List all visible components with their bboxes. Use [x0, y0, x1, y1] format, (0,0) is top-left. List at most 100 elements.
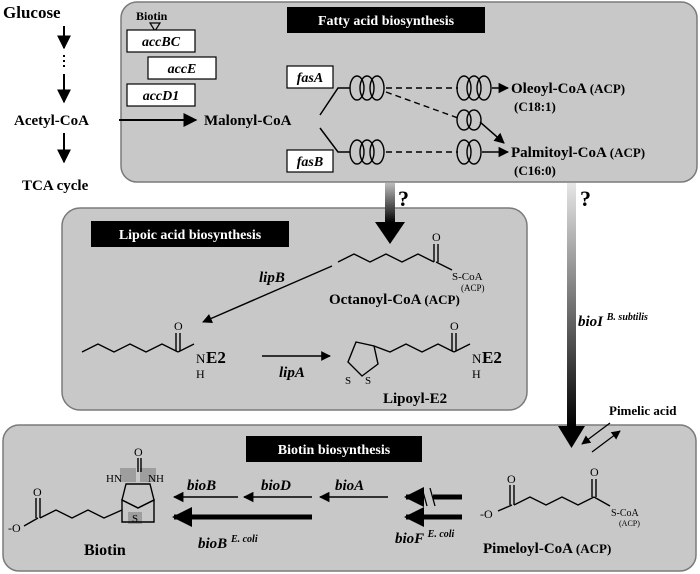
- lipoyl-h: H: [472, 367, 481, 381]
- bioI-label: bioI B. subtilis: [578, 312, 648, 330]
- gene-box-accD1: [126, 83, 196, 107]
- lipoyl-o: O: [450, 319, 459, 333]
- arrow-pimeloyl-to-pimelic: [591, 430, 621, 453]
- lipoic-acid-title: Lipoic acid biosynthesis: [119, 228, 262, 243]
- biotin-panel: [2, 424, 697, 572]
- acetyl-coa-label: Acetyl-CoA: [14, 113, 89, 129]
- oleoyl-coa-main: Oleoyl-CoA: [511, 81, 587, 97]
- octanoyl-scoa: S-CoA: [452, 271, 483, 283]
- middle-coil: [456, 109, 482, 131]
- unknown-step-1: ?: [398, 186, 409, 211]
- gene-box-accBC: [126, 29, 196, 53]
- fatty-acid-title-box: [287, 7, 485, 33]
- fasB-coil-2: [456, 139, 482, 165]
- octanoyl-coa-label: Octanoyl-CoA (ACP): [329, 292, 460, 308]
- gene-fasA: fasA: [297, 71, 323, 86]
- lipoyl-chain: [373, 343, 455, 353]
- oleoyl-coa-label: Oleoyl-CoA (ACP): [511, 81, 625, 97]
- cross-dashed-link: [385, 91, 459, 119]
- branch-to-fasB: [319, 127, 350, 153]
- pimeloyl-o-bond: [497, 504, 513, 512]
- fasB-coil-1: [349, 139, 385, 165]
- gene-fasB: fasB: [297, 155, 323, 170]
- octanoyl-e2-o: O: [174, 319, 183, 333]
- gene-accBC: accBC: [142, 35, 181, 50]
- arrow-bioF-break: [421, 487, 436, 507]
- biotin-o-acid: O: [33, 485, 42, 499]
- bioI-gene: bioI: [578, 314, 604, 330]
- biotin-product-label: Biotin: [84, 542, 126, 559]
- lipoyl-n: N: [472, 351, 482, 366]
- octanoyl-coa-acp: (ACP): [424, 292, 459, 307]
- lipoic-acid-panel: [61, 207, 528, 411]
- gene-box-fasA: [286, 65, 334, 89]
- octanoyl-coa-main: Octanoyl-CoA: [329, 292, 422, 308]
- octanoyl-e2-n-bond: [177, 343, 195, 353]
- oleoyl-coa-acp: (ACP): [590, 81, 625, 96]
- pimeloyl-o-left: O: [507, 472, 516, 486]
- palmitoyl-coa-label: Palmitoyl-CoA (ACP): [511, 145, 645, 161]
- malonyl-coa-label: Malonyl-CoA: [204, 113, 292, 129]
- bioF-gene: bioF: [395, 531, 424, 547]
- octanoyl-o: O: [432, 230, 441, 244]
- octanoyl-s-bond: [435, 261, 453, 271]
- octanoyl-e2-chain: [81, 343, 179, 353]
- palmitoyl-chain: (C16:0): [514, 163, 556, 178]
- bioF-label: bioF E. coli: [395, 529, 455, 547]
- pimeloyl-coa-main: Pimeloyl-CoA: [483, 541, 573, 557]
- octanoyl-scoa-acp: (ACP): [461, 283, 485, 293]
- biotin-hn: HN: [106, 473, 122, 485]
- palmitoyl-coa-acp: (ACP): [610, 145, 645, 160]
- fasA-coil-1: [349, 75, 385, 101]
- bioI-organism: B. subtilis: [606, 312, 648, 323]
- biotin-cofactor-label: Biotin: [136, 9, 168, 23]
- biotin-o-ureido: O: [134, 445, 143, 459]
- biotin-s: S: [132, 513, 138, 525]
- octanoyl-e2-n: N: [196, 351, 206, 366]
- fatty-acid-panel: [120, 1, 698, 183]
- biotin-nh: NH: [148, 473, 164, 485]
- biotin-o-minus: -O: [8, 521, 21, 535]
- bioB-label: bioB: [187, 478, 216, 494]
- pimeloyl-o-minus: -O: [480, 507, 493, 521]
- octanoyl-e2-e2: E2: [206, 348, 226, 367]
- bioD-label: bioD: [261, 478, 291, 494]
- pimeloyl-coa-label: Pimeloyl-CoA (ACP): [483, 541, 611, 557]
- octanoyl-chain: [337, 253, 435, 263]
- tca-cycle-label: TCA cycle: [22, 178, 89, 194]
- pimeloyl-s-bond: [593, 496, 611, 507]
- lipoyl-n-bond: [453, 343, 471, 353]
- bioB-ecoli-label: bioB E. coli: [198, 534, 258, 552]
- pimeloyl-chain: [513, 496, 595, 506]
- pimeloyl-scoa-acp: (ACP): [619, 519, 640, 528]
- palmitoyl-coa-main: Palmitoyl-CoA: [511, 145, 607, 161]
- arrow-lipB: [202, 265, 333, 323]
- gene-accD1: accD1: [143, 89, 180, 104]
- lipoyl-e2: E2: [482, 348, 502, 367]
- lipoyl-e2-label: Lipoyl-E2: [383, 391, 447, 407]
- biotin-title: Biotin biosynthesis: [278, 443, 391, 458]
- glucose-label: Glucose: [3, 3, 61, 22]
- gene-box-fasB: [286, 149, 334, 173]
- arrow-to-lipoic-shaft: [385, 183, 395, 223]
- bioA-label: bioA: [335, 478, 364, 494]
- arrow-to-lipoic-head: [375, 222, 405, 244]
- pimelic-acid-label: Pimelic acid: [609, 403, 677, 418]
- biotin-title-box: [246, 436, 422, 462]
- lipoyl-s2: S: [365, 375, 371, 387]
- bioB-ecoli-organism: E. coli: [230, 534, 258, 545]
- unknown-step-2: ?: [580, 186, 591, 211]
- arrow-bioI-shaft: [567, 183, 576, 427]
- lipA-label: lipA: [279, 365, 305, 381]
- arrow-cross-to-palmitoyl: [479, 121, 505, 144]
- gene-box-accE: [147, 56, 217, 80]
- arrow-bioI-head: [558, 426, 585, 448]
- lipB-label: lipB: [259, 270, 285, 286]
- octanoyl-e2-h: H: [196, 367, 205, 381]
- biotin-cofactor-arrow: [148, 22, 162, 33]
- fatty-acid-title: Fatty acid biosynthesis: [318, 14, 455, 29]
- gene-accE: accE: [168, 62, 197, 77]
- pimeloyl-scoa: S-CoA: [611, 508, 640, 519]
